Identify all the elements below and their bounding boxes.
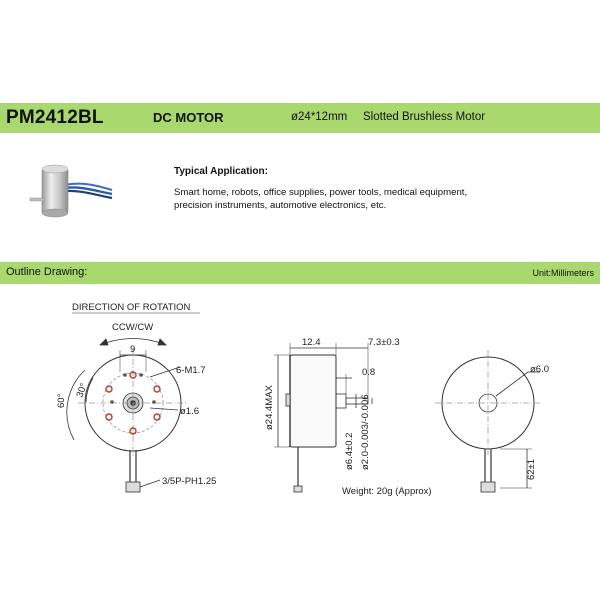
unit-label: Unit:Millimeters bbox=[532, 268, 594, 278]
dia-1-6-label: ø1.6 bbox=[180, 406, 199, 417]
len-62-label: 62±1 bbox=[526, 459, 537, 480]
product-header-bar bbox=[0, 103, 600, 133]
dia-24-4-label: ø24.4MAX bbox=[264, 384, 275, 430]
model-number: PM2412BL bbox=[6, 107, 104, 128]
rotation-direction: CCW/CW bbox=[112, 322, 153, 333]
outline-header-bar bbox=[0, 262, 600, 284]
outline-title: Outline Drawing: bbox=[6, 266, 88, 278]
application-heading: Typical Application: bbox=[174, 166, 268, 177]
product-size: ø24*12mm bbox=[291, 111, 348, 123]
side-view-body bbox=[289, 354, 337, 448]
dim-7-3-label: 7.3±0.3 bbox=[368, 337, 400, 348]
rotation-title: DIRECTION OF ROTATION bbox=[72, 302, 191, 313]
dia-6-label: ø6.0 bbox=[530, 364, 549, 375]
dim-12-4-label: 12.4 bbox=[302, 337, 321, 348]
weight-label: Weight: 20g (Approx) bbox=[342, 486, 432, 497]
dim-9-label: 9 bbox=[130, 344, 135, 355]
connector-label: 3/5P-PH1.25 bbox=[162, 476, 216, 487]
application-text: Smart home, robots, office supplies, pow… bbox=[174, 186, 467, 212]
angle-60-label: 60° bbox=[56, 393, 67, 408]
application-line-1: Smart home, robots, office supplies, pow… bbox=[174, 187, 468, 198]
product-kind: Slotted Brushless Motor bbox=[363, 111, 486, 123]
dim-0-8-label: 0.8 bbox=[362, 367, 375, 378]
angle-30-label: 30° bbox=[74, 382, 89, 399]
dia-2-label: ø2.0-0.003/-0.006 bbox=[360, 394, 371, 470]
product-type: DC MOTOR bbox=[153, 110, 224, 125]
application-line-2: precision instruments, automotive electr… bbox=[174, 200, 387, 211]
dia-6-4-label: ø6.4±0.2 bbox=[344, 433, 355, 470]
screw-label: 6-M1.7 bbox=[176, 365, 206, 376]
